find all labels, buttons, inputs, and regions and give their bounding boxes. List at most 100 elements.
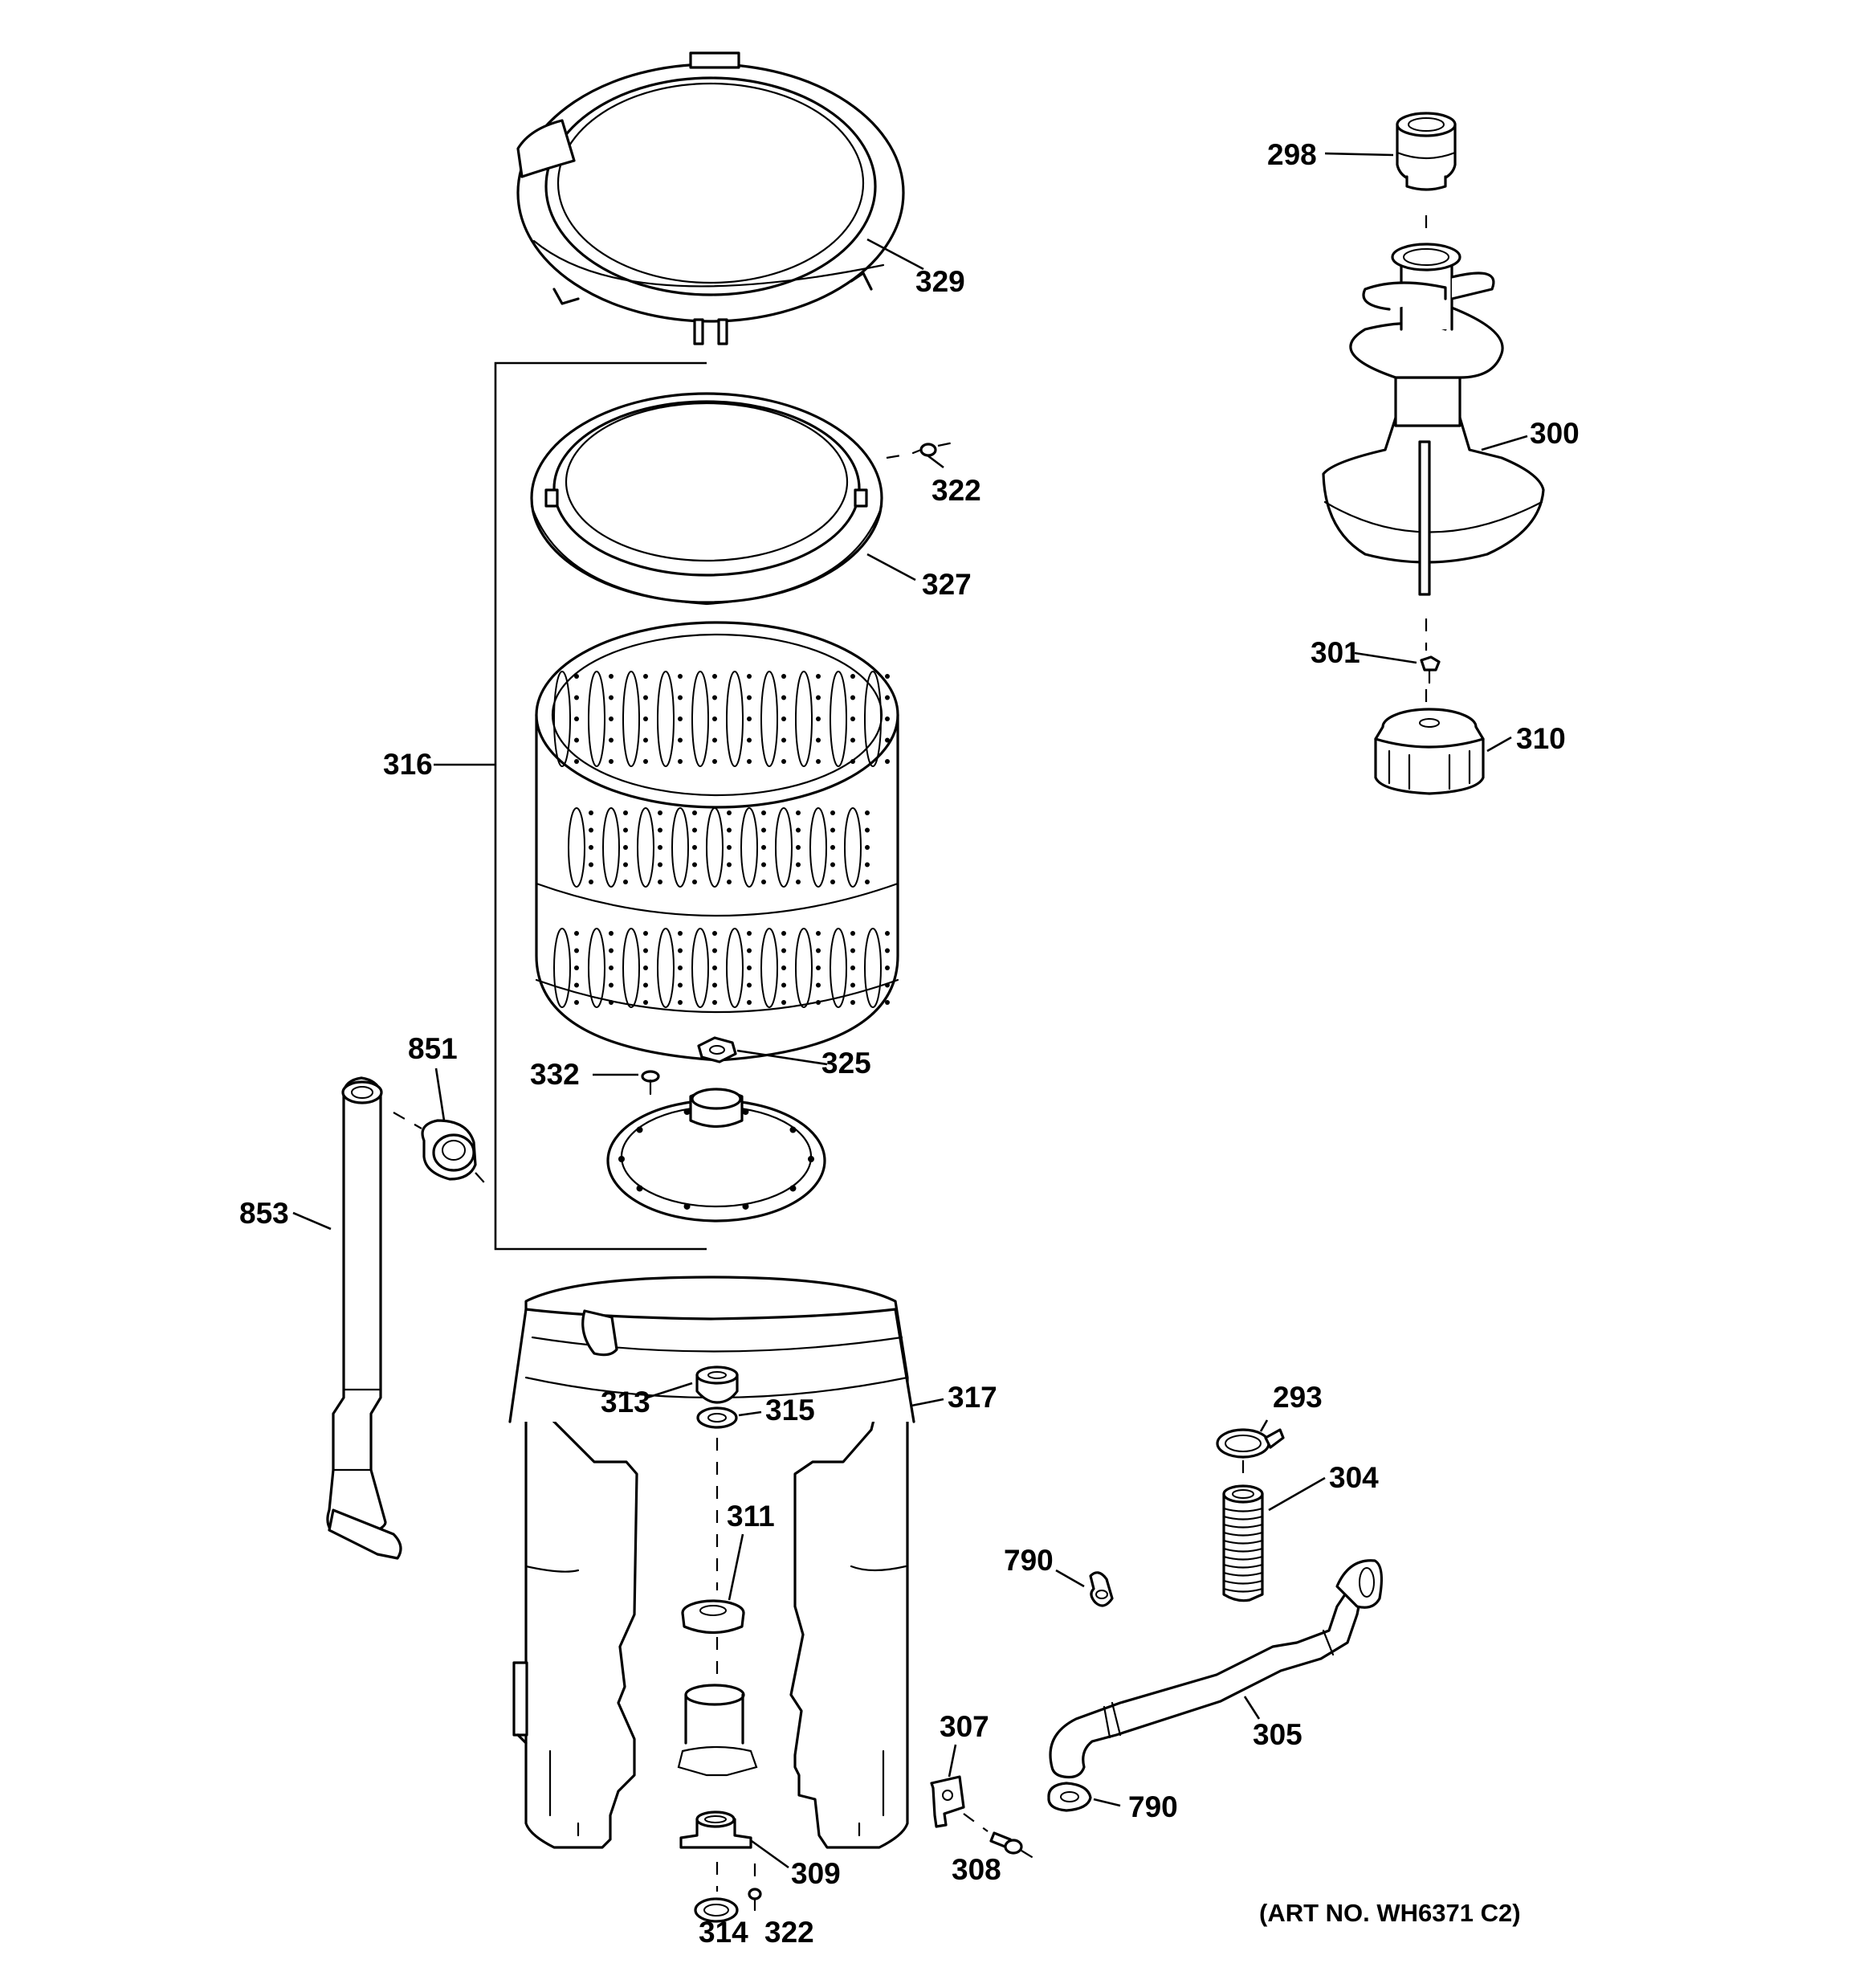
part-325-hub-nut xyxy=(697,1036,737,1063)
basket-slot xyxy=(795,928,813,1008)
basket-slot xyxy=(602,807,620,888)
hub-hole xyxy=(789,1185,797,1192)
basket-hole xyxy=(623,862,628,867)
basket-hole xyxy=(747,737,752,743)
basket-hole xyxy=(658,880,662,884)
basket-hole xyxy=(816,695,821,700)
basket-hole xyxy=(850,695,855,700)
basket-hole xyxy=(727,810,732,815)
basket-hole xyxy=(712,695,717,700)
basket-slot xyxy=(726,928,744,1008)
basket-hole xyxy=(781,674,786,679)
basket-hole xyxy=(796,862,801,867)
basket-hole xyxy=(609,948,614,953)
bellows-rib xyxy=(1222,1587,1264,1593)
bellows-rib xyxy=(1222,1507,1264,1512)
basket-hole xyxy=(589,827,593,833)
basket-hole xyxy=(658,827,662,833)
basket-slot xyxy=(830,671,847,767)
basket-hole xyxy=(747,759,752,764)
part-307-hose-bracket xyxy=(930,1775,965,1828)
basket-hole xyxy=(727,827,732,833)
basket-hole xyxy=(678,716,683,721)
part-329-tub-cover xyxy=(516,51,905,345)
part-322-screw xyxy=(748,1888,762,1912)
callout-310: 310 xyxy=(1516,722,1566,755)
basket-hole xyxy=(678,931,683,936)
basket-hole xyxy=(885,716,890,721)
basket-hole xyxy=(850,931,855,936)
basket-hole xyxy=(678,982,683,988)
basket-hole xyxy=(712,1000,717,1005)
basket-hole xyxy=(865,880,870,884)
basket-hole xyxy=(574,737,579,743)
basket-slot xyxy=(775,807,793,888)
callout-311: 311 xyxy=(727,1500,775,1533)
basket-slot xyxy=(657,928,675,1008)
basket-hole xyxy=(574,716,579,721)
basket-hole xyxy=(781,695,786,700)
basket-hole xyxy=(796,827,801,833)
basket-hole xyxy=(747,716,752,721)
basket-hole xyxy=(589,880,593,884)
callout-313: 313 xyxy=(601,1386,650,1419)
basket-hole xyxy=(712,674,717,679)
hub-hole xyxy=(742,1202,749,1210)
basket-hole xyxy=(816,948,821,953)
basket-slot xyxy=(553,928,571,1008)
basket-hole xyxy=(658,862,662,867)
basket-slot xyxy=(622,671,640,767)
basket-hole xyxy=(885,965,890,970)
callout-300: 300 xyxy=(1530,417,1580,450)
basket-hole xyxy=(781,948,786,953)
part-310-drive-block xyxy=(1374,708,1485,795)
basket-hole xyxy=(643,1000,648,1005)
callout-293: 293 xyxy=(1273,1381,1323,1414)
basket-hole xyxy=(781,931,786,936)
basket-hole xyxy=(816,965,821,970)
callout-790: 790 xyxy=(1128,1790,1178,1823)
part-300-agitator xyxy=(1322,243,1545,596)
basket-hole xyxy=(678,695,683,700)
basket-slot xyxy=(864,671,882,767)
basket-slot xyxy=(588,671,605,767)
part-332-screw xyxy=(641,1070,660,1096)
part-790-clip-lower xyxy=(1047,1782,1092,1812)
basket-hole xyxy=(781,982,786,988)
basket-hole xyxy=(678,674,683,679)
callout-790: 790 xyxy=(1004,1544,1054,1577)
hub-hole xyxy=(808,1156,814,1162)
part-311-seal xyxy=(681,1599,745,1635)
basket-slot xyxy=(740,807,758,888)
basket-hole xyxy=(865,845,870,850)
basket-hole xyxy=(609,982,614,988)
part-327-balance-ring xyxy=(530,392,883,606)
basket-hole xyxy=(747,1000,752,1005)
basket-hole xyxy=(574,948,579,953)
callout-315: 315 xyxy=(765,1394,815,1427)
basket-hole xyxy=(850,982,855,988)
hub-hole xyxy=(683,1108,691,1116)
basket-hole xyxy=(712,982,717,988)
hub-hole xyxy=(742,1108,749,1116)
callout-301: 301 xyxy=(1311,636,1360,669)
callout-314: 314 xyxy=(699,1916,748,1949)
basket-hole xyxy=(727,862,732,867)
basket-slot xyxy=(553,671,571,767)
basket-slot xyxy=(706,807,724,888)
basket-hole xyxy=(589,845,593,850)
hub-hole xyxy=(789,1126,797,1133)
part-301-bolt xyxy=(1420,655,1441,684)
basket-hole xyxy=(623,827,628,833)
basket-hole xyxy=(885,674,890,679)
basket-hole xyxy=(712,931,717,936)
basket-hole xyxy=(658,810,662,815)
basket-hole xyxy=(712,716,717,721)
basket-hole xyxy=(761,827,766,833)
callout-332: 332 xyxy=(530,1058,580,1091)
basket-hole xyxy=(830,880,835,884)
bellows-rib xyxy=(1222,1547,1264,1553)
basket-slot xyxy=(588,928,605,1008)
basket-slot xyxy=(830,928,847,1008)
basket-hole xyxy=(643,674,648,679)
